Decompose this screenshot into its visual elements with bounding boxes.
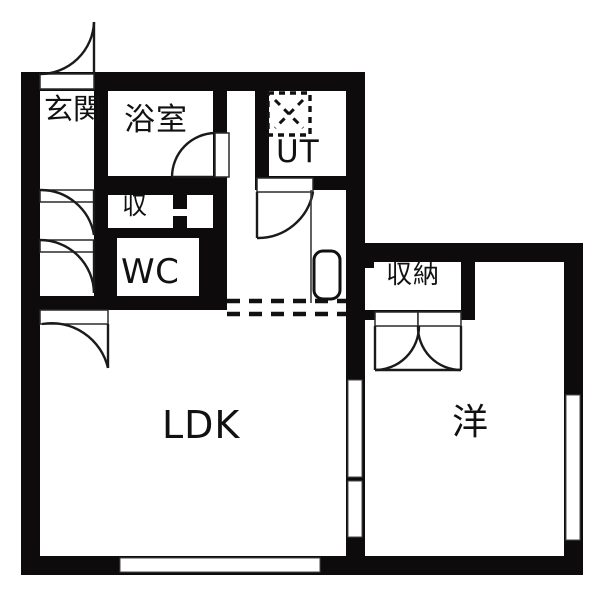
ldk-window[interactable] bbox=[119, 557, 321, 573]
bedroom-window[interactable] bbox=[565, 394, 581, 541]
room-label-western-room: 洋 bbox=[452, 402, 489, 443]
wall-genkan-right bbox=[94, 72, 108, 310]
fixture-group bbox=[266, 91, 342, 303]
wc-door-arc bbox=[39, 238, 96, 294]
wall-ut-left bbox=[255, 85, 269, 176]
wall-wc-left bbox=[108, 238, 117, 296]
entrance-door-opening[interactable] bbox=[39, 73, 95, 90]
washing-machine-space bbox=[266, 91, 312, 137]
washing-machine-x2 bbox=[273, 98, 305, 130]
wall-closet-right bbox=[461, 252, 475, 320]
hall-door-arc bbox=[39, 188, 96, 236]
wall-shuu-divider2 bbox=[173, 216, 187, 230]
wall-closet-left-stub bbox=[364, 252, 374, 268]
bathroom-door-arc bbox=[170, 131, 216, 178]
entrance-door-arc bbox=[39, 21, 96, 76]
bathroom-door-opening[interactable] bbox=[214, 132, 230, 178]
toilet-fixture bbox=[312, 249, 342, 301]
wall-shuu-top bbox=[108, 186, 213, 195]
wall-outer-left bbox=[21, 72, 40, 556]
wall-shuu-divider bbox=[173, 195, 187, 209]
room-label-ldk: LDK bbox=[162, 403, 241, 447]
utility-door-arc bbox=[256, 191, 315, 240]
utility-door-opening[interactable] bbox=[256, 177, 314, 193]
wall-corridor-ut bbox=[213, 176, 227, 310]
opening-group bbox=[39, 73, 581, 573]
closet-door-right-arc bbox=[416, 325, 462, 372]
room-label-genkan: 玄関 bbox=[44, 92, 103, 126]
closet-door-opening-left[interactable] bbox=[374, 311, 419, 327]
closet-door-left-arc bbox=[374, 325, 421, 372]
room-label-utility: UT bbox=[276, 134, 320, 170]
wall-genkan-bottom bbox=[21, 296, 108, 310]
wall-corridor-bottom bbox=[108, 296, 227, 310]
wall-wc-right bbox=[199, 238, 213, 296]
room-label-closet: 収納 bbox=[386, 260, 441, 290]
room-label-storage: 収 bbox=[122, 191, 148, 220]
closet-door-opening-right[interactable] bbox=[417, 311, 462, 327]
partition-opening-lower[interactable] bbox=[347, 480, 363, 538]
ldk-door-arc bbox=[41, 322, 110, 369]
room-label-wc: WC bbox=[121, 252, 180, 292]
room-label-bathroom: 浴室 bbox=[124, 102, 188, 138]
wall-shuu-bottom bbox=[108, 228, 213, 238]
partition-opening-upper[interactable] bbox=[347, 379, 363, 478]
wall-upper-right bbox=[346, 72, 365, 311]
ldk-door-opening[interactable] bbox=[39, 309, 109, 325]
sliding-partition-group[interactable] bbox=[227, 298, 346, 317]
